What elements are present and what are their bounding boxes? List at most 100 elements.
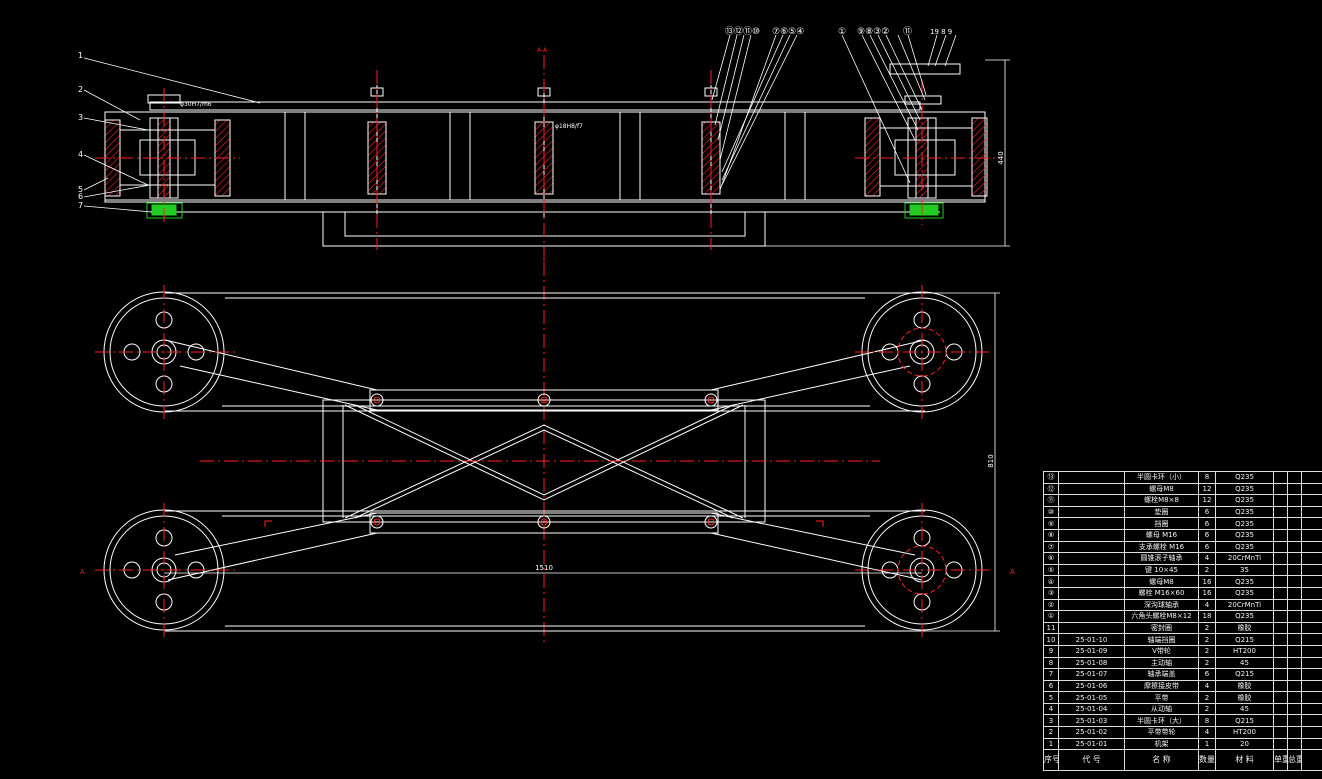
bom-cell-weight: [1287, 505, 1302, 519]
bom-row: ⑫螺母M812Q235GB: [1043, 482, 1322, 496]
bom-cell-name: 螺母M8: [1124, 575, 1199, 588]
bom-cell-mat: 橡胶: [1215, 691, 1274, 704]
bom-cell-weight: [1273, 598, 1288, 612]
bom-cell-qty: 2: [1198, 691, 1216, 704]
bom-cell-no: 4: [1043, 702, 1059, 716]
bom-cell-qty: 2: [1198, 644, 1216, 658]
bom-cell-mat: Q215: [1215, 633, 1274, 646]
bom-cell-no: ⑥: [1043, 552, 1059, 565]
bom-cell-weight: [1273, 737, 1288, 751]
bom-cell-mat: Q235: [1215, 575, 1274, 588]
bom-cell-note: GB: [1301, 505, 1322, 519]
bom-cell-weight: [1273, 656, 1288, 670]
bom-cell-weight: [1273, 679, 1288, 693]
bom-cell-no: ⑬: [1043, 471, 1059, 484]
bom-cell-weight: [1287, 726, 1302, 739]
bom-cell-name: 支承螺栓 M16: [1124, 540, 1199, 554]
bom-cell-name: 挡圈: [1124, 517, 1199, 530]
bom-cell-no: ⑩: [1043, 505, 1059, 519]
bom-cell-weight: [1273, 714, 1288, 728]
bom-cell-code: 25-01-10: [1058, 633, 1125, 646]
callout-5: 5: [78, 185, 83, 194]
bom-cell-name: 摩擦接皮带: [1124, 679, 1199, 693]
bom-table: ⑬半圆卡环（小）8Q235GB⑫螺母M812Q235GB⑪螺栓M8×812Q23…: [1043, 471, 1322, 772]
bom-cell-no: ⑨: [1043, 517, 1059, 530]
bom-cell-no: 3: [1043, 714, 1059, 728]
bom-cell-qty: 16: [1198, 575, 1216, 588]
bom-cell-mat: Q215: [1215, 668, 1274, 681]
bom-cell-qty: 4: [1198, 598, 1216, 612]
bom-cell-qty: 8: [1198, 714, 1216, 728]
bom-cell-weight: [1287, 586, 1302, 600]
bom-cell-name: V带轮: [1124, 644, 1199, 658]
bom-cell-weight: [1287, 598, 1302, 612]
bom-cell-note: GB: [1301, 575, 1322, 588]
bom-cell-weight: [1273, 471, 1288, 484]
bom-cell-weight: [1273, 633, 1288, 646]
bom-cell-name: 密封圈: [1124, 621, 1199, 635]
bom-cell-no: 6: [1043, 679, 1059, 693]
bom-cell-qty: 1: [1198, 737, 1216, 751]
bom-cell-weight: [1287, 552, 1302, 565]
bom-row: ④螺母M816Q235GB: [1043, 575, 1322, 588]
bom-cell-mat: 35: [1215, 563, 1274, 577]
bom-cell-no: ⑫: [1043, 482, 1059, 496]
bom-cell-note: GB: [1301, 598, 1322, 612]
bom-cell-code: 25-01-03: [1058, 714, 1125, 728]
bom-cell-mat: HT200: [1215, 726, 1274, 739]
bom-cell-weight: [1287, 702, 1302, 716]
bom-cell-weight: [1273, 494, 1288, 507]
bom-cell-mat: Q235: [1215, 505, 1274, 519]
bom-cell-qty: 6: [1198, 505, 1216, 519]
bom-col-mat: 材 料: [1215, 749, 1274, 772]
bom-cell-name: 螺母M8: [1124, 482, 1199, 496]
bom-cell-code: 25-01-09: [1058, 644, 1125, 658]
section-mark-left: A: [80, 568, 85, 576]
bom-cell-weight: [1273, 540, 1288, 554]
lower-crossbeam: [369, 512, 719, 534]
callout-7: 7: [78, 201, 83, 210]
bom-cell-code: [1058, 517, 1125, 530]
bom-cell-mat: 45: [1215, 656, 1274, 670]
bom-row: ⑧螺母 M166Q235GB: [1043, 528, 1322, 542]
bom-cell-note: [1301, 668, 1322, 681]
bom-cell-mat: 20: [1215, 737, 1274, 751]
bom-cell-weight: [1287, 494, 1302, 507]
bom-cell-qty: 12: [1198, 494, 1216, 507]
bom-cell-mat: 45: [1215, 702, 1274, 716]
bom-cell-code: 25-01-06: [1058, 679, 1125, 693]
bom-cell-code: [1058, 552, 1125, 565]
bom-cell-note: GB: [1301, 528, 1322, 542]
bom-cell-code: [1058, 563, 1125, 577]
bom-cell-weight: [1273, 563, 1288, 577]
bom-cell-weight: [1273, 702, 1288, 716]
bom-cell-weight: [1287, 679, 1302, 693]
bom-cell-note: GB: [1301, 471, 1322, 484]
section-mark-right: A: [1010, 568, 1015, 576]
bom-cell-weight: [1273, 552, 1288, 565]
bom-cell-weight: [1273, 621, 1288, 635]
bom-cell-mat: HT200: [1215, 644, 1274, 658]
bom-cell-weight: [1273, 691, 1288, 704]
bom-cell-note: [1301, 633, 1322, 646]
bom-col-note: 备注: [1301, 749, 1322, 772]
bill-of-materials: ⑬半圆卡环（小）8Q235GB⑫螺母M812Q235GB⑪螺栓M8×812Q23…: [1043, 471, 1322, 779]
bom-cell-note: GB: [1301, 540, 1322, 554]
bom-cell-code: [1058, 528, 1125, 542]
bom-cell-no: 10: [1043, 633, 1059, 646]
bom-cell-weight: [1287, 644, 1302, 658]
bom-cell-name: 半圆卡环（小）: [1124, 471, 1199, 484]
bom-col-code: 代 号: [1058, 749, 1125, 772]
bom-col-unit-weight: 单重: [1273, 749, 1288, 772]
bom-cell-qty: 16: [1198, 586, 1216, 600]
bom-cell-weight: [1287, 621, 1302, 635]
bom-cell-mat: Q235: [1215, 482, 1274, 496]
